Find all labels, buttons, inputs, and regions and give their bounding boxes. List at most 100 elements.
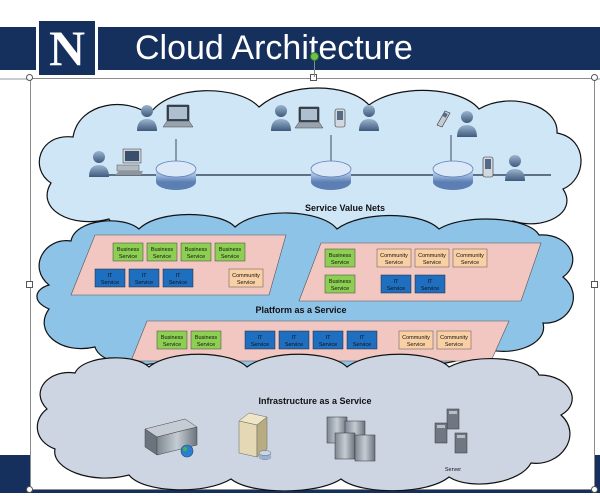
diagram-canvas[interactable]: Service Value Nets — [30, 78, 595, 492]
svg-text:IT: IT — [292, 335, 298, 341]
svg-text:Service: Service — [285, 342, 303, 348]
svg-text:Community: Community — [440, 335, 468, 341]
svg-text:IT: IT — [360, 335, 366, 341]
desktop-computer-icon — [115, 148, 143, 175]
pda-device-icon — [334, 108, 346, 128]
svg-text:Business: Business — [185, 247, 208, 253]
svg-text:Business: Business — [151, 247, 174, 253]
mobile-phone-icon — [436, 110, 451, 128]
svg-text:Service: Service — [101, 280, 119, 286]
rotation-connector — [314, 60, 315, 77]
svg-text:Service: Service — [187, 254, 205, 260]
svg-text:IT: IT — [258, 335, 264, 341]
resize-handle-bottom-right[interactable] — [591, 486, 598, 493]
user-person-icon — [359, 105, 379, 131]
svg-text:Community: Community — [232, 273, 260, 279]
svg-text:Service: Service — [445, 342, 463, 348]
resize-handle-right[interactable] — [591, 281, 598, 288]
svg-text:Service: Service — [423, 260, 441, 266]
rotate-handle[interactable] — [310, 52, 319, 61]
server-cluster-icon — [326, 416, 376, 462]
network-hub — [310, 160, 352, 190]
svg-text:Service: Service — [461, 260, 479, 266]
svg-text:Service: Service — [119, 254, 137, 260]
svg-text:Business: Business — [161, 335, 184, 341]
svg-text:Service: Service — [237, 280, 255, 286]
network-hub — [432, 160, 474, 190]
svg-text:Business: Business — [117, 247, 140, 253]
svg-text:IT: IT — [176, 273, 182, 279]
laptop-icon — [162, 104, 194, 128]
cloud-architecture-diagram: Service Value Nets — [36, 87, 582, 492]
svg-text:Community: Community — [418, 253, 446, 259]
svg-text:Service: Service — [163, 342, 181, 348]
svg-text:Community: Community — [456, 253, 484, 259]
pda-device-icon — [482, 156, 494, 178]
infrastructure-label: Infrastructure as a Service — [258, 396, 371, 406]
svg-text:Business: Business — [195, 335, 218, 341]
svg-text:Service: Service — [153, 254, 171, 260]
svg-text:IT: IT — [428, 279, 434, 285]
svg-text:Service: Service — [421, 286, 439, 292]
svg-text:Service: Service — [387, 286, 405, 292]
slide-title[interactable]: Cloud Architecture — [135, 29, 413, 67]
user-person-icon — [137, 105, 157, 131]
file-server-icon — [238, 412, 272, 460]
server-label: Server — [445, 467, 461, 473]
user-person-icon — [271, 105, 291, 131]
resize-handle-top-left[interactable] — [26, 74, 33, 81]
rack-server-icon — [144, 418, 198, 458]
svg-text:Service: Service — [353, 342, 371, 348]
svg-text:Community: Community — [380, 253, 408, 259]
svg-text:Business: Business — [329, 253, 352, 259]
svg-text:IT: IT — [394, 279, 400, 285]
user-person-icon — [505, 155, 525, 181]
resize-handle-bottom-left[interactable] — [26, 486, 33, 493]
university-logo: N — [36, 18, 98, 78]
svg-text:IT: IT — [108, 273, 114, 279]
user-person-icon — [457, 111, 477, 137]
svg-text:Service: Service — [407, 342, 425, 348]
svg-text:Service: Service — [319, 342, 337, 348]
logo-letter: N — [48, 20, 86, 76]
resize-handle-top-right[interactable] — [591, 74, 598, 81]
resize-handle-left[interactable] — [26, 281, 33, 288]
title-band — [0, 27, 600, 70]
svg-text:Service: Service — [221, 254, 239, 260]
svg-text:Business: Business — [219, 247, 242, 253]
svg-text:Service: Service — [251, 342, 269, 348]
infrastructure-cloud: Infrastructure as a Service — [36, 353, 573, 492]
svg-text:Service: Service — [331, 286, 349, 292]
user-person-icon — [89, 151, 109, 177]
svg-text:Service: Service — [331, 260, 349, 266]
svg-text:Community: Community — [402, 335, 430, 341]
network-hub — [155, 160, 197, 190]
svg-text:Business: Business — [329, 279, 352, 285]
service-value-nets-label: Service Value Nets — [305, 203, 385, 213]
platform-label: Platform as a Service — [255, 305, 346, 315]
resize-handle-top[interactable] — [310, 74, 317, 81]
